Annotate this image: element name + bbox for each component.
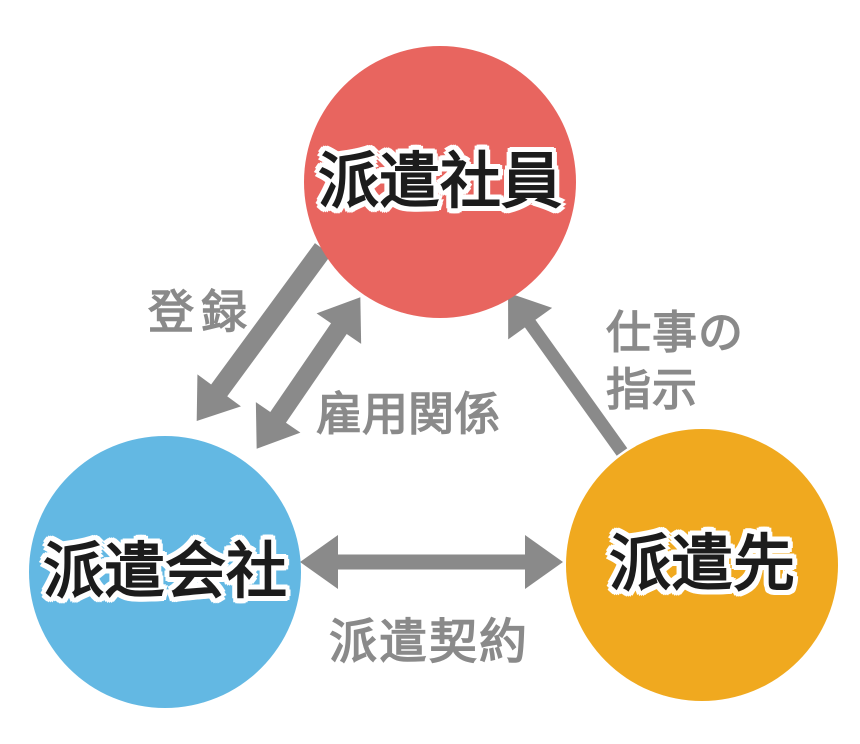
node-staffing-agency: 派遣会社 <box>29 436 301 708</box>
edge-label-work-instructions-line1: 仕事の <box>606 306 745 359</box>
node-client-workplace: 派遣先 <box>566 429 838 701</box>
employment-relationship-arrow <box>255 297 362 449</box>
node-client-workplace-label: 派遣先 <box>608 527 795 600</box>
work-instructions-arrow <box>508 292 628 456</box>
edge-label-work-instructions: 仕事の 指示 <box>606 304 744 418</box>
edge-label-registration: 登録 <box>148 285 254 339</box>
edge-label-employment-relationship: 雇用関係 <box>316 387 500 441</box>
node-dispatched-employee: 派遣社員 <box>304 46 576 318</box>
node-staffing-agency-label: 派遣会社 <box>42 535 287 607</box>
edge-label-dispatch-contract: 派遣契約 <box>329 614 530 670</box>
node-dispatched-employee-label: 派遣社員 <box>317 145 562 217</box>
edge-label-work-instructions-line2: 指示 <box>606 363 699 416</box>
